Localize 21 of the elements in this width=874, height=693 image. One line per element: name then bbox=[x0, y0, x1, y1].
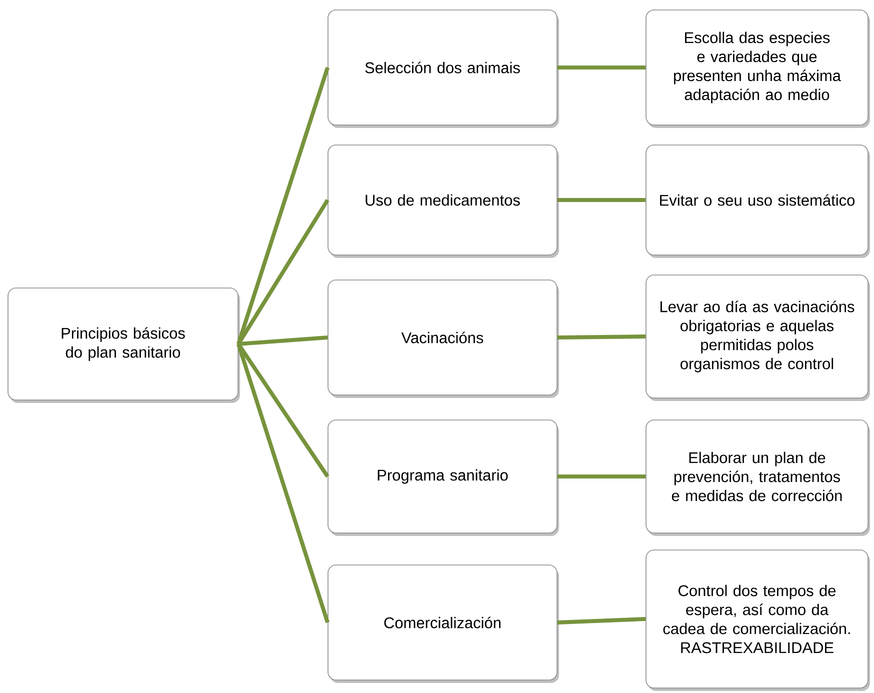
connector-line bbox=[557, 198, 646, 202]
box: Vacinacións bbox=[328, 280, 559, 398]
connector-line bbox=[557, 617, 646, 624]
connector-line bbox=[236, 342, 330, 478]
connector-line bbox=[557, 474, 646, 478]
box: Principios básicos do plan sanitario bbox=[8, 288, 240, 403]
connector-line bbox=[236, 343, 330, 624]
connector-line bbox=[238, 336, 328, 346]
connector-line bbox=[236, 198, 330, 346]
connector-line bbox=[236, 66, 330, 345]
box: Escolla das especies e variedades que presenten unha máxima adaptación ao medio bbox=[646, 10, 870, 128]
connector-line bbox=[557, 66, 646, 70]
box: Programa sanitario bbox=[328, 420, 559, 536]
box: Uso de medicamentos bbox=[328, 144, 559, 258]
box: Elaborar un plan de prevención, tratamentos e medidas de corrección bbox=[646, 420, 870, 536]
connector-line bbox=[557, 334, 646, 340]
box: Evitar o seu uso sistemático bbox=[646, 144, 870, 258]
box: Comercialización bbox=[328, 564, 559, 683]
box: Levar ao día as vacinacións obrigatorias e aquelas permitidas polos organismos de control bbox=[646, 274, 870, 401]
box: Control dos tempos de espera, así como da cadea de comercialización. RASTREXABILIDADE bbox=[646, 550, 870, 691]
box: Selección dos animais bbox=[328, 10, 559, 128]
